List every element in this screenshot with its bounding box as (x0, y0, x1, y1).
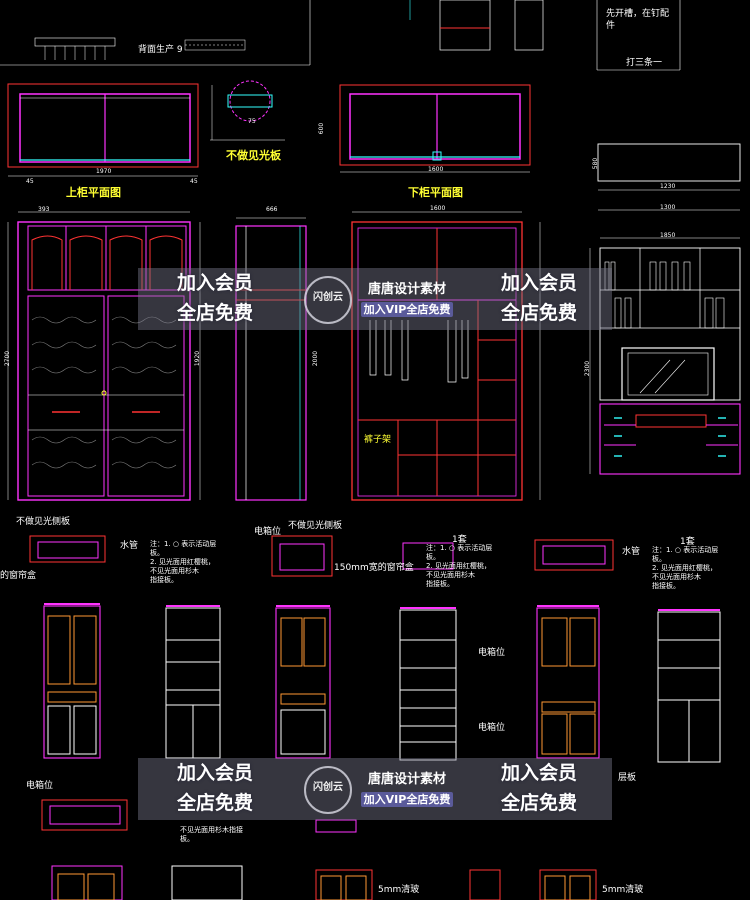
dim-75: 75 (248, 118, 256, 125)
note-2-line-3: 不见光面用杉木 (426, 571, 475, 579)
dim-1230: 1230 (660, 183, 676, 190)
wardrobe-side-section (235, 217, 307, 501)
watermark-band-bottom (138, 758, 612, 820)
wm-join-2: 加入会员 (500, 272, 577, 294)
mid-row-plans (29, 535, 614, 577)
dim-393: 393 (38, 206, 50, 213)
trouser-rack-label: 裤子架 (364, 435, 392, 445)
set-label-2: 1套 (680, 537, 695, 547)
note-3-line-3: 不见光面用杉木 (652, 573, 701, 581)
dim-1850: 1850 (660, 232, 676, 239)
socket-label-2: 电箱位 (478, 648, 506, 658)
bottom-row-partials (41, 799, 597, 900)
side-note-bottom: 打三条一 (626, 58, 663, 68)
dim-580: 580 (592, 157, 600, 170)
no-visible-side-label-2: 不做见光侧板 (288, 521, 343, 531)
water-pipe-label-1: 水管 (120, 541, 139, 551)
wm-free-3: 全店免费 (176, 792, 253, 814)
watermark-band-top (138, 268, 612, 330)
wardrobe-elevation-front (7, 211, 201, 501)
dim-1970: 1970 (96, 168, 112, 175)
material-note-2: 注：1. ○ 表示活动层板。 2. 见光面用红樱桃， 不见光面用杉木 指接板。 (426, 544, 506, 589)
wm-join-1: 加入会员 (176, 272, 253, 294)
note-1-line-4: 指接板。 (150, 576, 178, 584)
wm-free-4: 全店免费 (500, 792, 577, 814)
dim-2000: 2000 (312, 350, 320, 367)
watermark-brand-bottom: 唐唐设计素材 加入VIP全店免费 (352, 768, 462, 807)
socket-label-1: 电箱位 (254, 527, 282, 537)
no-visible-bottom-note: 不见光面用杉木指接板。 (180, 826, 243, 843)
glass-label-2: 5mm清玻 (602, 885, 644, 895)
set-label-1: 1套 (452, 535, 467, 545)
watermark-top-left: 加入会员 全店免费 (160, 268, 270, 328)
bottom-cabinet-plan-title: 下柜平面图 (408, 186, 463, 199)
wm-join-3: 加入会员 (176, 762, 253, 784)
note-1-line-3: 不见光面用杉木 (150, 567, 199, 575)
no-visible-side-label-1: 不做见光侧板 (16, 517, 71, 527)
watermark-bottom-right: 加入会员 全店免费 (484, 758, 594, 818)
dim-666: 666 (266, 206, 278, 213)
dim-45-right: 45 (190, 178, 198, 185)
layer-board-label: 层板 (618, 773, 637, 783)
note-2-line-4: 指接板。 (426, 580, 454, 588)
top-strip-drawings (0, 0, 681, 71)
wm-free-1: 全店免费 (176, 302, 253, 324)
wm-join-4: 加入会员 (500, 762, 577, 784)
watermark-bottom-left: 加入会员 全店免费 (160, 758, 270, 818)
water-pipe-label-2: 水管 (622, 547, 641, 557)
wm-brand-2: 唐唐设计素材 (367, 772, 446, 787)
note-2-line-1: 注：1. ○ 表示活动层板。 (426, 544, 493, 561)
material-note-3: 注：1. ○ 表示活动层板。 2. 见光面用红樱桃， 不见光面用杉木 指接板。 (652, 546, 732, 591)
note-2-line-2: 2. 见光面用红樱桃， (426, 562, 491, 570)
wm-brand-1: 唐唐设计素材 (367, 282, 446, 297)
socket-label-3: 电箱位 (478, 723, 506, 733)
glass-label-1: 5mm清玻 (378, 885, 420, 895)
top-cabinet-plan-title: 上柜平面图 (66, 186, 121, 199)
tv-bookshelf-elevation (589, 237, 741, 475)
right-small-plan (597, 143, 741, 211)
dim-1600-plan: 1600 (428, 166, 444, 173)
note-1-line-2: 2. 见光面用红樱桃， (150, 558, 215, 566)
wm-vip-2: 加入VIP全店免费 (360, 792, 454, 807)
watermark-top-right: 加入会员 全店免费 (484, 268, 594, 328)
curtain-box-150-label: 150mm宽的窗帘盒 (334, 563, 414, 573)
socket-label-bottom: 电箱位 (26, 781, 54, 791)
side-note-top: 先开槽，在钉配件 (606, 9, 670, 31)
note-3-line-2: 2. 见光面用红樱桃， (652, 564, 717, 572)
wm-free-2: 全店免费 (500, 302, 577, 324)
watermark-seal-top: 闪创云 (304, 276, 352, 324)
top-cabinet-plan (7, 80, 285, 177)
no-visible-panel-label: 不做见光板 (226, 149, 281, 162)
material-note-1: 注：1. ○ 表示活动层板。 2. 见光面用红樱桃， 不见光面用杉木 指接板。 (150, 540, 230, 585)
dim-2700: 2700 (4, 350, 12, 367)
dim-600: 600 (318, 122, 326, 135)
watermark-seal-bottom: 闪创云 (304, 766, 352, 814)
bottom-cabinet-plan (339, 84, 531, 173)
wardrobe-interior (351, 211, 541, 501)
wm-vip-1: 加入VIP全店免费 (360, 302, 454, 317)
curtain-box-label: 的窗帘盒 (0, 571, 37, 581)
watermark-brand-top: 唐唐设计素材 加入VIP全店免费 (352, 278, 462, 317)
part-text-label: 背面生产 9 (138, 45, 183, 55)
dim-2300: 2300 (584, 360, 592, 377)
note-3-line-4: 指接板。 (652, 582, 680, 590)
dim-1920: 1920 (194, 350, 202, 367)
note-1-line-1: 注：1. ○ 表示活动层板。 (150, 540, 217, 557)
dim-45-left: 45 (26, 178, 34, 185)
dim-1300: 1300 (660, 204, 676, 211)
note-3-line-1: 注：1. ○ 表示活动层板。 (652, 546, 719, 563)
dim-1600-elev: 1600 (430, 205, 446, 212)
cabinet-elevations-row (43, 603, 721, 763)
